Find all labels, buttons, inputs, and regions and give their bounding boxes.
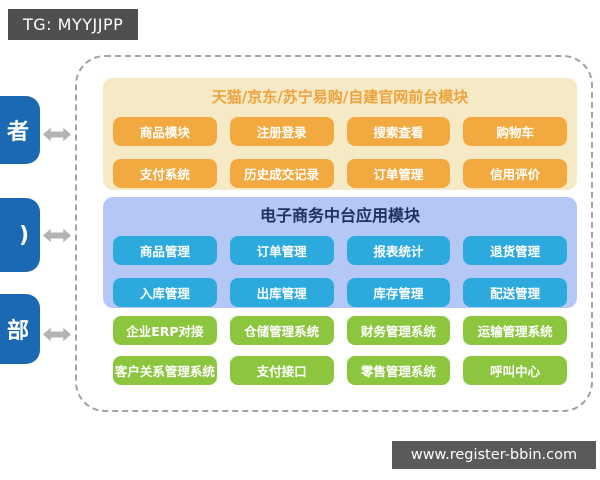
system-boundary-dashed-border: [75, 55, 593, 412]
middle-platform-module-3: 退货管理: [463, 236, 567, 265]
watermark-top-left-text: TG: MYYJJPP: [23, 15, 124, 34]
backend-system-4: 客户关系管理系统: [113, 356, 217, 385]
backend-system-2: 财务管理系统: [346, 316, 451, 345]
double-arrow-icon: [43, 326, 71, 343]
frontend-module-5: 历史成交记录: [229, 159, 334, 188]
backend-system-6: 零售管理系统: [346, 356, 451, 385]
backend-system-0: 企业ERP对接: [113, 316, 217, 345]
frontend-module-grid: 商品模块注册登录搜索查看购物车支付系统历史成交记录订单管理信用评价: [113, 117, 567, 188]
frontend-module-0: 商品模块: [113, 117, 217, 146]
frontend-module-4: 支付系统: [113, 159, 217, 188]
frontend-module-7: 信用评价: [463, 159, 567, 188]
left-entity-department-label: 部: [6, 319, 29, 344]
middle-platform-module-7: 配送管理: [463, 278, 567, 307]
middle-platform-module-4: 入库管理: [113, 278, 217, 307]
frontend-module-6: 订单管理: [346, 159, 451, 188]
backend-system-5: 支付接口: [229, 356, 334, 385]
middle-platform-module-5: 出库管理: [229, 278, 334, 307]
panel-frontend-title: 天猫/京东/苏宁易购/自建官网前台模块: [211, 88, 469, 106]
double-arrow-icon: [43, 227, 71, 244]
watermark-top-left: TG: MYYJJPP: [8, 9, 138, 40]
left-entity-consumer: 者: [0, 96, 40, 164]
backend-systems-grid: 企业ERP对接仓储管理系统财务管理系统运输管理系统客户关系管理系统支付接口零售管…: [113, 316, 567, 385]
backend-systems-area: 企业ERP对接仓储管理系统财务管理系统运输管理系统客户关系管理系统支付接口零售管…: [103, 316, 577, 385]
panel-middle-platform-modules: 电子商务中台应用模块 商品管理订单管理报表统计退货管理入库管理出库管理库存管理配…: [103, 197, 577, 308]
frontend-module-1: 注册登录: [229, 117, 334, 146]
left-entity-platform-label: ): [18, 222, 29, 248]
frontend-module-2: 搜索查看: [346, 117, 451, 146]
watermark-bottom-right: www.register-bbin.com: [392, 441, 596, 469]
watermark-bottom-right-text: www.register-bbin.com: [410, 447, 578, 463]
left-entity-platform: ): [0, 198, 40, 272]
middle-platform-module-grid: 商品管理订单管理报表统计退货管理入库管理出库管理库存管理配送管理: [113, 236, 567, 307]
frontend-module-3: 购物车: [463, 117, 567, 146]
panel-middle-platform-title: 电子商务中台应用模块: [259, 206, 420, 225]
middle-platform-module-1: 订单管理: [229, 236, 334, 265]
left-entity-consumer-label: 者: [6, 120, 29, 145]
backend-system-1: 仓储管理系统: [229, 316, 334, 345]
panel-frontend-modules: 天猫/京东/苏宁易购/自建官网前台模块 商品模块注册登录搜索查看购物车支付系统历…: [103, 78, 577, 190]
middle-platform-module-6: 库存管理: [346, 278, 451, 307]
middle-platform-module-0: 商品管理: [113, 236, 217, 265]
left-entity-department: 部: [0, 294, 40, 364]
backend-system-7: 呼叫中心: [463, 356, 567, 385]
middle-platform-module-2: 报表统计: [346, 236, 451, 265]
double-arrow-icon: [43, 126, 71, 143]
backend-system-3: 运输管理系统: [463, 316, 567, 345]
